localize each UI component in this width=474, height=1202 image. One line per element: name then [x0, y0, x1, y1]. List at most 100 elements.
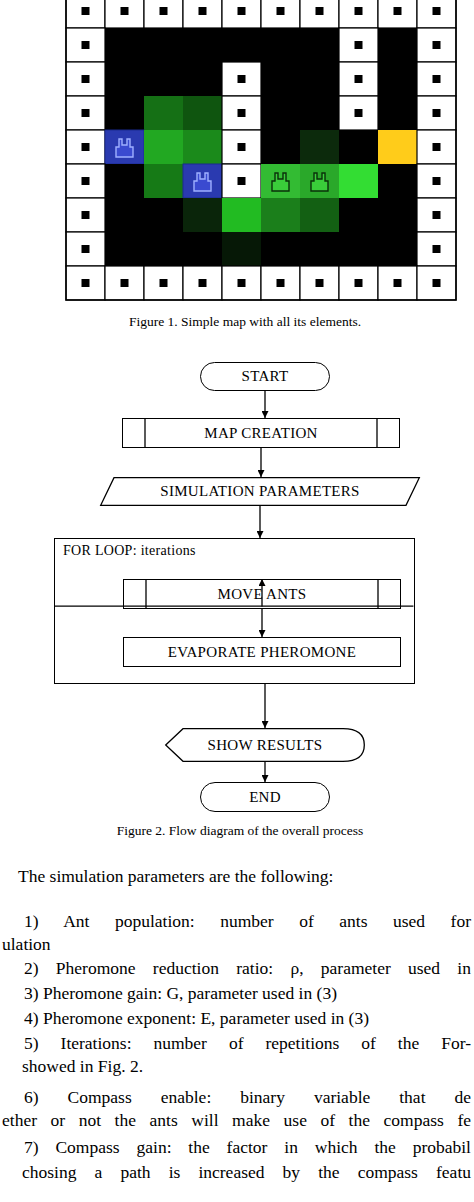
map-cell: [183, 130, 222, 164]
map-cell: [105, 0, 144, 28]
body-text-line: 2) Pheromone reduction ratio: ρ, paramet…: [24, 958, 471, 979]
map-cell: [66, 28, 105, 62]
map-cell: [66, 62, 105, 96]
loop-box: MOVE ANTSEVAPORATE PHEROMONEFOR LOOP: it…: [54, 538, 415, 684]
map-cell: [300, 164, 339, 198]
map-cell: [222, 198, 261, 232]
map-cell: [105, 96, 144, 130]
node-label: MAP CREATION: [204, 425, 317, 442]
node-label: START: [242, 368, 289, 385]
map-cell: [378, 96, 417, 130]
map-cell: [261, 0, 300, 28]
map-cell: [378, 0, 417, 28]
flow-arrow: [260, 448, 261, 477]
flow-arrow: [264, 391, 265, 418]
map-cell: [339, 232, 378, 266]
map-cell: [144, 130, 183, 164]
map-cell: [66, 232, 105, 266]
map-border: [66, 0, 456, 300]
terminal-pill: END: [200, 782, 330, 812]
map-cell: [378, 198, 417, 232]
predefined-process-box: MOVE ANTS: [123, 579, 401, 609]
map-cell: [222, 130, 261, 164]
map-cell: [417, 232, 456, 266]
map-grid: [0, 0, 474, 312]
map-cell: [417, 198, 456, 232]
figure-caption: Figure 2. Flow diagram of the overall pr…: [117, 823, 364, 839]
map-cell: [183, 232, 222, 266]
map-cell: [222, 0, 261, 28]
map-cell: [66, 164, 105, 198]
map-cell: [144, 0, 183, 28]
map-cell: [105, 198, 144, 232]
map-cell: [417, 62, 456, 96]
map-cell: [144, 232, 183, 266]
map-cell: [378, 130, 417, 164]
map-cell: [144, 62, 183, 96]
body-text-line: The simulation parameters are the follow…: [18, 866, 333, 887]
map-cell: [222, 62, 261, 96]
node-label: END: [249, 789, 281, 806]
map-cell: [261, 28, 300, 62]
map-cell: [417, 0, 456, 28]
map-cell: [261, 164, 300, 198]
map-cell: [66, 266, 105, 300]
map-cell: [261, 62, 300, 96]
map-cell: [261, 266, 300, 300]
map-cell: [105, 28, 144, 62]
map-cell: [66, 96, 105, 130]
node-label: MOVE ANTS: [218, 586, 307, 603]
map-cell: [378, 28, 417, 62]
flow-arrow: [259, 506, 260, 538]
map-cell: [66, 130, 105, 164]
map-cell: [300, 28, 339, 62]
map-cell: [261, 232, 300, 266]
terminal-pill: START: [200, 362, 330, 391]
map-cell: [183, 0, 222, 28]
body-text-line: 6) Compass enable: binary variable that …: [24, 1087, 471, 1108]
map-cell: [222, 96, 261, 130]
map-cell: [300, 232, 339, 266]
map-cell: [339, 266, 378, 300]
body-text-line: chosing a path is increased by the compa…: [22, 1162, 471, 1183]
map-cell: [300, 62, 339, 96]
map-cell: [222, 232, 261, 266]
map-cell: [222, 164, 261, 198]
map-cell: [300, 130, 339, 164]
map-cell: [417, 164, 456, 198]
map-cell: [300, 266, 339, 300]
map-cell: [417, 130, 456, 164]
map-cell: [222, 28, 261, 62]
flow-arrow: [264, 762, 265, 782]
map-cell: [339, 198, 378, 232]
map-cell: [378, 232, 417, 266]
map-cell: [105, 130, 144, 164]
map-cell: [105, 164, 144, 198]
map-cell: [378, 62, 417, 96]
map-cell: [378, 266, 417, 300]
map-cell: [144, 28, 183, 62]
map-cell: [378, 164, 417, 198]
map-cell: [300, 198, 339, 232]
map-cell: [339, 0, 378, 28]
map-cell: [183, 198, 222, 232]
map-cell: [339, 130, 378, 164]
map-cell: [183, 96, 222, 130]
map-cell: [300, 0, 339, 28]
body-text-line: ether or not the ants will make use of t…: [2, 1110, 471, 1131]
map-cell: [144, 96, 183, 130]
body-text-line: 4) Pheromone exponent: E, parameter used…: [24, 1008, 369, 1029]
map-cell: [339, 164, 378, 198]
map-cell: [339, 62, 378, 96]
io-parallelogram: SIMULATION PARAMETERS: [100, 477, 420, 506]
map-cell: [417, 266, 456, 300]
body-text-line: showed in Fig. 2.: [22, 1056, 143, 1077]
body-text-line: 3) Pheromone gain: G, parameter used in …: [24, 983, 337, 1004]
node-label: FOR LOOP: iterations: [63, 543, 196, 559]
map-cell: [183, 28, 222, 62]
map-cell: [261, 130, 300, 164]
map-cell: [417, 96, 456, 130]
map-cell: [183, 266, 222, 300]
